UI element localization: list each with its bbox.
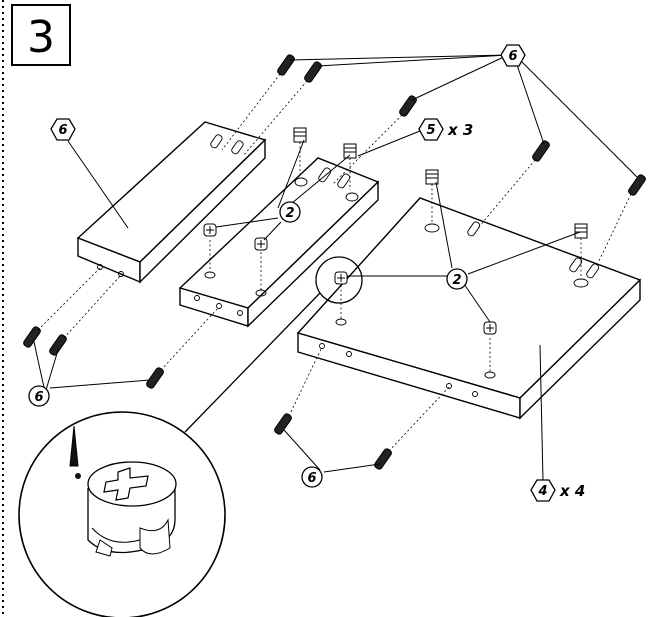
callout-panel: 4 x 4: [530, 479, 585, 502]
callout-cam-bolt: 5 x 3: [418, 118, 473, 141]
dowel-icon: [49, 334, 67, 356]
panel-middle: [178, 157, 380, 328]
svg-text:4: 4: [537, 484, 547, 499]
cam-lock-icon: [203, 223, 217, 237]
svg-text:6: 6: [508, 49, 517, 64]
cam-bolt-icon: [574, 223, 588, 276]
cam-bolt-icon: [293, 127, 307, 174]
dowel-icon: [532, 140, 550, 162]
svg-text:6: 6: [58, 123, 67, 138]
cam-bolt-quantity: x 3: [447, 121, 473, 139]
callout-dowel-left: 6: [50, 118, 76, 141]
cam-lock-icon: [483, 321, 497, 335]
callout-cam-lock-middle: 2: [279, 201, 301, 223]
callout-dowel-bottom-center: 6: [301, 466, 323, 488]
cam-lock-icon: [87, 461, 177, 557]
cam-lock-icon: [254, 237, 268, 251]
cam-bolts: [293, 127, 588, 276]
dowel-icon: [277, 54, 295, 76]
step-number: 3: [27, 12, 55, 63]
dowel-icon: [628, 174, 646, 196]
cam-locks: [203, 223, 497, 335]
svg-text:6: 6: [307, 471, 316, 486]
dowel-guide-lines: [37, 73, 632, 452]
panel-left: [76, 121, 267, 284]
cam-bolt-icon: [343, 143, 357, 190]
svg-text:6: 6: [34, 390, 43, 405]
dowel-icon: [23, 326, 41, 348]
svg-text:2: 2: [285, 206, 294, 221]
svg-text:2: 2: [452, 273, 461, 288]
panel-quantity: x 4: [559, 482, 585, 500]
dowel-icon: [274, 413, 292, 435]
dowel-icon: [69, 425, 81, 479]
panel-right-large: [296, 197, 642, 420]
dowel-icon: [374, 448, 392, 470]
cam-lock-icon: [334, 271, 348, 285]
cam-bolt-icon: [425, 169, 439, 222]
cam-lock-magnified-detail: [18, 256, 363, 617]
callout-dowel-bottom-left: 6: [28, 385, 50, 407]
dowel-icon: [304, 61, 322, 83]
dowel-icon: [399, 95, 417, 117]
step-number-box: 3: [11, 4, 71, 66]
svg-text:5: 5: [426, 123, 435, 138]
callout-cam-lock-right: 2: [446, 268, 468, 290]
dowel-icon: [146, 367, 164, 389]
leader-lines: [33, 54, 638, 481]
callout-dowel-top: 6: [500, 44, 526, 67]
